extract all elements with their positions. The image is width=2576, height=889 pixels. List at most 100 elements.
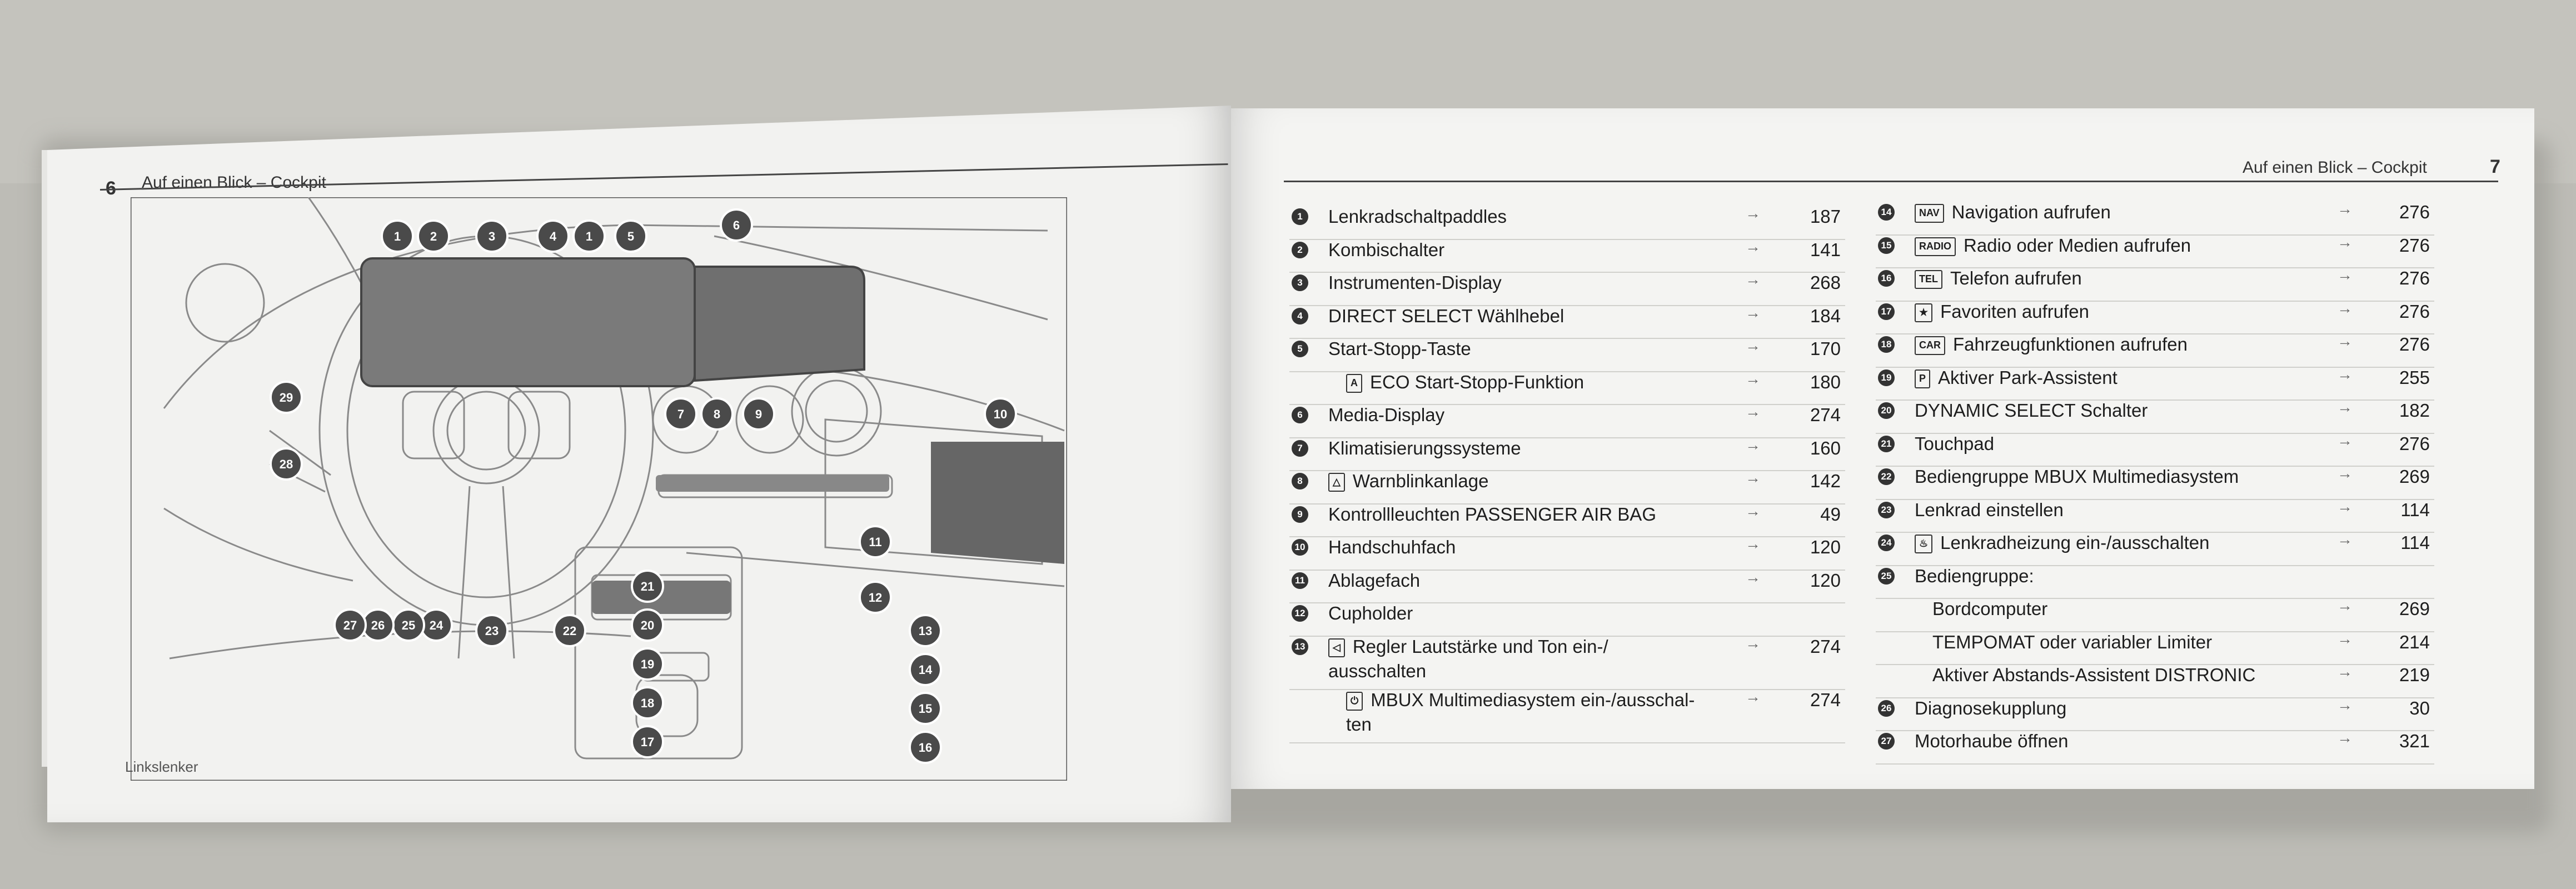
page-reference-arrow-icon: → (2337, 332, 2353, 349)
page-reference: 187 (1810, 206, 1841, 227)
legend-number-badge: 10 (1292, 539, 1308, 556)
legend-label-wrap: Kombischalter (1328, 239, 1444, 261)
legend-label: Cupholder (1328, 603, 1413, 623)
legend-label-wrap: △Warnblinkanlage (1328, 470, 1488, 492)
legend-row: 25 Bediengruppe: (1876, 565, 2434, 599)
diagram-callout-13: 13 (919, 624, 932, 638)
page-reference: 276 (2399, 202, 2430, 222)
legend-symbol-icon: ◁ (1328, 638, 1345, 657)
diagram-callout-2: 3 (489, 229, 495, 243)
legend-number-badge: 11 (1292, 572, 1308, 589)
page-reference-arrow-icon: → (2337, 365, 2353, 383)
legend-label-wrap: Ablagefach (1328, 570, 1420, 592)
page-reference-arrow-icon: → (1745, 337, 1761, 354)
legend-label-wrap: Cupholder (1328, 602, 1413, 625)
legend-label: Media-Display (1328, 404, 1445, 425)
legend-label: Bediengruppe: (1915, 565, 2034, 586)
legend-number-badge: 7 (1292, 439, 1308, 457)
diagram-callout-6: 6 (733, 218, 740, 232)
page-reference: 142 (1810, 471, 1841, 491)
page-reference-arrow-icon: → (1745, 535, 1761, 552)
legend-number-badge: 3 (1292, 274, 1308, 291)
legend-symbol-icon: CAR (1915, 336, 1945, 356)
legend-row: Aktiver Abstands-Assistent DISTRONIC→219 (1876, 663, 2434, 698)
legend-label: Kombischalter (1328, 239, 1445, 260)
legend-label-wrap: Bordcomputer (1932, 598, 2047, 620)
page-reference-arrow-icon: → (2337, 398, 2353, 416)
legend-label-wrap: Motorhaube öffnen (1915, 730, 2068, 752)
page-reference-arrow-icon: → (2337, 497, 2353, 515)
page-reference: 141 (1810, 239, 1841, 260)
diagram-callout-4: 1 (586, 229, 592, 243)
legend-label: Lenkradheizung ein-/ausschalten (1940, 532, 2210, 553)
legend-label-wrap: P Aktiver Park-Assistent (1915, 367, 2117, 389)
page-reference-arrow-icon: → (1745, 568, 1761, 586)
page-reference: 321 (2399, 731, 2430, 751)
diagram-callout-14: 14 (919, 663, 933, 677)
legend-number-badge: 4 (1292, 307, 1308, 324)
page-reference: 274 (1810, 404, 1841, 425)
page-reference: 120 (1810, 537, 1841, 557)
page-reference: 219 (2399, 665, 2430, 685)
right-page-number: 7 (2490, 156, 2500, 177)
legend-symbol-icon: NAV (1915, 204, 1944, 223)
diagram-callout-8: 8 (714, 407, 720, 421)
page-reference-arrow-icon: → (2337, 729, 2353, 746)
legend-label-wrap: Lenkradschaltpaddles (1328, 206, 1507, 228)
page-reference: 114 (2400, 532, 2430, 553)
legend-label: Aktiver Park-Assistent (1938, 367, 2117, 388)
page-reference-arrow-icon: → (1745, 271, 1761, 288)
right-page-title: Auf einen Blick – Cockpit (2243, 158, 2427, 177)
legend-label: Motorhaube öffnen (1915, 731, 2069, 751)
diagram-callout-24: 24 (430, 618, 444, 632)
page-reference-arrow-icon: → (1745, 303, 1761, 321)
legend-number-badge: 22 (1878, 468, 1895, 485)
legend-symbol-icon: P (1915, 369, 1931, 388)
legend-number-badge: 23 (1878, 501, 1895, 518)
page-reference-arrow-icon: → (1745, 403, 1761, 420)
page-reference: 276 (2399, 433, 2430, 454)
legend-label-wrap: ⏻MBUX Multimediasystem ein-/ausschal- (1346, 689, 1695, 711)
legend-symbol-icon: △ (1328, 473, 1345, 492)
page-reference: 274 (1810, 636, 1841, 657)
legend-label-wrap: TEMPOMAT oder variabler Limiter (1932, 631, 2212, 653)
page-reference: 276 (2399, 301, 2430, 322)
legend-label: Radio oder Medien aufrufen (1964, 234, 2191, 256)
diagram-callout-10: 10 (994, 407, 1007, 421)
legend-number-badge: 25 (1878, 567, 1895, 585)
legend-label: Instrumenten-Display (1328, 272, 1502, 293)
legend-number-badge: 16 (1878, 270, 1895, 287)
page-reference-arrow-icon: → (2337, 299, 2353, 317)
page-reference-arrow-icon: → (2337, 531, 2353, 548)
legend-label: Bediengruppe MBUX Multimediasystem (1915, 466, 2239, 487)
legend-label: Lenkrad einstellen (1915, 499, 2064, 520)
legend-label-wrap: Klimatisierungssysteme (1328, 437, 1521, 460)
diagram-callout-21: 21 (641, 580, 654, 593)
legend-label: Telefon aufrufen (1950, 268, 2082, 288)
legend-number-badge: 14 (1878, 204, 1895, 221)
diagram-callout-5: 5 (627, 229, 634, 243)
legend-number-badge: 20 (1878, 402, 1895, 419)
page-reference-arrow-icon: → (2337, 663, 2353, 680)
diagram-callout-22: 22 (563, 624, 576, 638)
page-reference-arrow-icon: → (1745, 436, 1761, 453)
legend-label: Ablagefach (1328, 570, 1421, 591)
legend-number-badge: 26 (1878, 700, 1895, 717)
legend-label: Bordcomputer (1932, 598, 2048, 619)
legend-label-continuation: ten (1346, 713, 1372, 735)
page-reference: 274 (1810, 689, 1841, 710)
diagram-callout-26: 26 (371, 618, 385, 632)
legend-number-badge: 21 (1878, 435, 1895, 452)
